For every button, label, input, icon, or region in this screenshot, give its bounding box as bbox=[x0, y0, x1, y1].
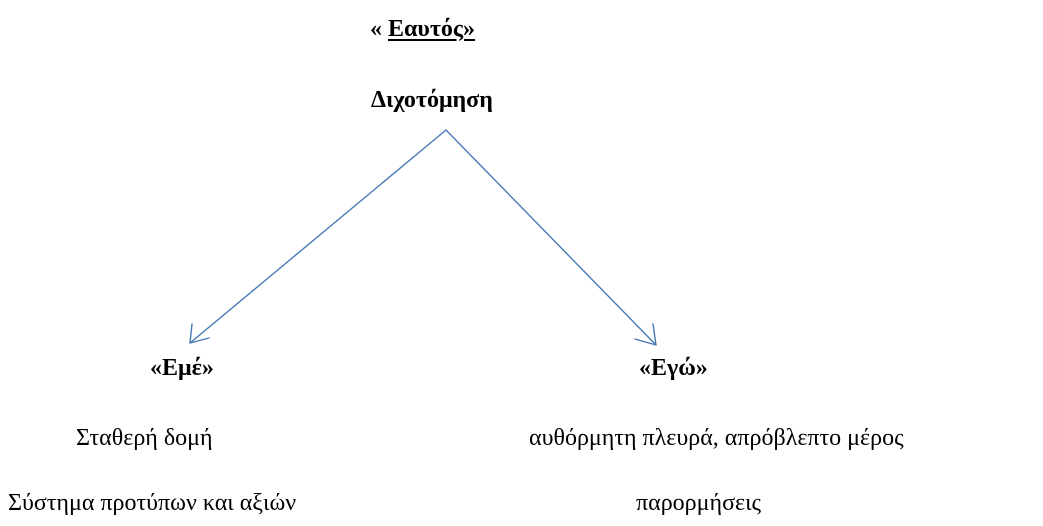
title-text: Εαυτός» bbox=[388, 16, 476, 42]
left-line-2: Σύστημα προτύπων και αξιών bbox=[8, 490, 297, 516]
arrow-left-line bbox=[189, 129, 447, 344]
title: « Εαυτός» bbox=[370, 17, 475, 41]
right-line-2: παρορμήσεις bbox=[636, 490, 762, 516]
right-line-1: αυθόρμητη πλευρά, απρόβλεπτο μέρος bbox=[529, 425, 904, 451]
title-prefix: « bbox=[370, 16, 388, 42]
left-line-1: Σταθερή δομή bbox=[76, 425, 213, 451]
right-heading: «Εγώ» bbox=[639, 355, 708, 381]
subtitle: Διχοτόμηση bbox=[371, 87, 493, 113]
left-heading: «Εμέ» bbox=[150, 355, 214, 381]
arrow-left-head bbox=[189, 323, 210, 344]
arrow-right-line bbox=[445, 129, 657, 346]
arrow-right-head bbox=[634, 323, 657, 346]
